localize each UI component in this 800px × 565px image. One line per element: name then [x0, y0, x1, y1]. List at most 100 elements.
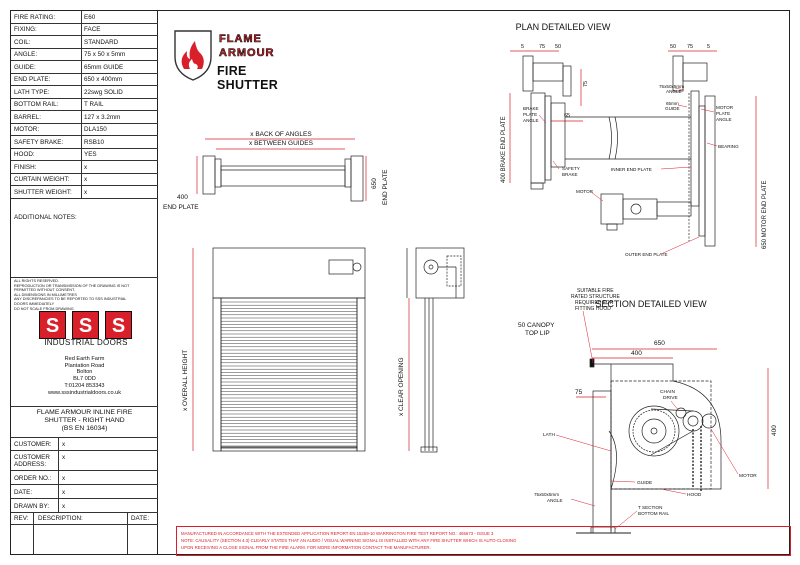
spec-label: CURTAIN WEIGHT:	[14, 176, 70, 183]
spec-row: LATH TYPE:22swg SOLID	[11, 86, 158, 99]
section-structure-note-2: RATED STRUCTURE	[571, 294, 620, 300]
plan-dim-left-50: 50	[555, 44, 561, 50]
spec-row: CURTAIN WEIGHT: x	[11, 173, 158, 186]
plan-brake-plate-angle-2: PLATE	[523, 112, 537, 117]
spec-row: SHUTTER WEIGHT:x	[11, 186, 158, 199]
rev-date-header: DATE:	[131, 515, 150, 522]
address-line: www.sssindustrialdoors.co.uk	[47, 389, 122, 396]
spec-label: ANGLE:	[14, 51, 38, 58]
legal-line: ALL RIGHTS RESERVED.	[14, 279, 59, 283]
section-canopy-1: 50 CANOPY	[518, 322, 555, 329]
section-bottom-rail-1: T SECTION	[638, 505, 662, 510]
front-elevation-view: x BACK OF ANGLES x BETWEEN GUIDES 400 EN…	[163, 131, 389, 452]
address-line: Bolton	[76, 369, 93, 376]
technical-drawings: PLAN DETAILED VIEW 5 75 50 50 75 5 75 65	[163, 22, 778, 534]
front-end-plate-400-label: END PLATE	[163, 204, 199, 211]
spec-row: MOTOR:DLA150	[11, 123, 158, 136]
spec-label: FINISH:	[14, 163, 37, 171]
section-hood: HOOD	[687, 492, 702, 498]
spec-row: FIRE RATING:E60	[11, 11, 158, 24]
plan-dim-65: 65	[564, 113, 570, 119]
compliance-warning: MANUFACTURED IN ACCORDANCE WITH THE EXTE…	[176, 526, 791, 556]
spec-label: FIXING:	[14, 26, 37, 33]
plan-detailed-view: PLAN DETAILED VIEW 5 75 50 50 75 5 75 65	[501, 22, 768, 257]
drawing-title-line: FLAME ARMOUR INLINE FIRE	[36, 409, 133, 416]
plan-motor-plate-angle-3: ANGLE	[716, 117, 732, 122]
drawing-title-line: SHUTTER - RIGHT HAND	[44, 417, 125, 425]
customer-value: x	[62, 441, 66, 448]
plan-motor-plate-angle-1: MOTOR	[716, 105, 734, 110]
company-name: INDUSTRIAL DOORS	[44, 338, 128, 347]
spec-value: 75 x 50 x 5mm	[84, 51, 126, 58]
plan-view-title: PLAN DETAILED VIEW	[516, 22, 611, 32]
front-overall-height: x OVERALL HEIGHT	[182, 350, 189, 411]
spec-value: T RAIL	[84, 101, 104, 108]
spec-row: COIL:STANDARD	[11, 36, 158, 49]
drawing-title: FLAME ARMOUR INLINE FIRE SHUTTER - RIGHT…	[11, 406, 158, 438]
spec-row: SAFETY BRAKE:RSB10	[11, 136, 158, 149]
plan-dim-left-75: 75	[539, 44, 545, 50]
plan-motor-plate-angle-2: PLATE	[716, 111, 730, 116]
rev-header: REV:	[14, 515, 29, 522]
legal-line: ANY DISCREPANCIES TO BE REPORTED TO SSS …	[14, 297, 127, 302]
brand-line1: FLAME	[219, 33, 262, 46]
spec-label: COIL:	[14, 38, 31, 46]
plan-dim-right-75: 75	[687, 44, 693, 50]
legal-line: REPRODUCTION OR TRANSMISSION OF THE DRAW…	[14, 283, 130, 288]
spec-value: DLA150	[84, 126, 107, 133]
plan-safety-brake-1: SAFETY	[562, 166, 580, 171]
drawing-title-line: (BS EN 16034)	[61, 425, 108, 433]
date-label: DATE:	[14, 488, 33, 496]
spec-value: FACE	[84, 26, 101, 33]
spec-value: RSB10	[84, 138, 104, 146]
additional-notes-box	[11, 211, 158, 278]
spec-value: 65mm GUIDE	[84, 63, 124, 71]
spec-label: HOOD:	[14, 151, 35, 158]
spec-row: FINISH: x	[11, 161, 158, 174]
section-motor: MOTOR	[739, 473, 757, 479]
date-row: DATE: x	[11, 484, 158, 499]
address-line: BL7 0DD	[73, 376, 96, 383]
legal-line: ALL DIMENSIONS IN MILLIMETRES	[14, 292, 77, 297]
logo-letter: S	[72, 311, 99, 339]
description-header: DESCRIPTION:	[38, 515, 83, 522]
spec-row: FIXING: FACE	[11, 23, 158, 36]
spec-row: HOOD:YES	[11, 148, 158, 161]
plan-bearing: BEARING	[718, 144, 739, 149]
spec-value: 127 x 3.2mm	[84, 113, 121, 121]
address-line: T:01204 853343	[64, 382, 105, 389]
section-dim-400-side: 400	[771, 425, 778, 436]
spec-label: GUIDE:	[14, 63, 36, 71]
section-structure-note-3: REQUIRED FOR	[575, 300, 614, 306]
plan-brake-plate-angle-1: BRAKE	[523, 106, 539, 111]
plan-dim-75: 75	[583, 81, 589, 87]
brand-line2: ARMOUR	[219, 47, 275, 60]
section-guide: GUIDE	[637, 480, 652, 486]
section-detailed-view: SECTION DETAILED VIEW SUITABLE FIRE RATE…	[518, 288, 778, 534]
order-value: x	[62, 474, 66, 482]
brand-line3: FIRE SHUTTER	[217, 64, 279, 92]
warning-line: MANUFACTURED IN ACCORDANCE WITH THE EXTE…	[181, 531, 494, 536]
flame-armour-brand: FLAME ARMOUR FIRE SHUTTER	[171, 27, 311, 92]
logo-letter: S	[39, 311, 66, 339]
section-view-title: SECTION DETAILED VIEW	[595, 299, 707, 309]
spec-row: GUIDE: 65mm GUIDE	[11, 61, 158, 74]
section-bottom-rail-2: BOTTOM RAIL	[638, 511, 670, 516]
front-end-plate-400-num: 400	[177, 194, 188, 201]
plan-outer-end-plate: OUTER END PLATE	[625, 252, 668, 257]
spec-label: LATH TYPE:	[14, 88, 50, 96]
drawn-by-label: DRAWN BY:	[14, 502, 50, 510]
spec-value: E60	[84, 13, 96, 21]
section-structure-note-1: SUITABLE FIRE	[577, 288, 614, 294]
spec-label: SHUTTER WEIGHT:	[14, 188, 72, 196]
section-chain-drive-1: CHAIN	[660, 389, 675, 395]
plan-angle-label-1: 75x50x5mm	[659, 84, 684, 89]
drawn-by-value: x	[62, 502, 66, 510]
spec-value: x	[84, 176, 88, 183]
drawn-by-row: DRAWN BY: x	[11, 498, 158, 513]
spec-value: x	[84, 163, 88, 171]
spec-row: BOTTOM RAIL:T RAIL	[11, 98, 158, 111]
front-end-plate-650-label: END PLATE	[382, 169, 389, 205]
